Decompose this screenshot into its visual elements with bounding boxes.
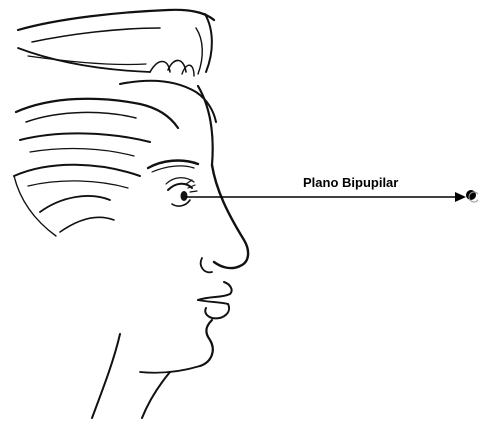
neck-back <box>92 334 120 418</box>
eyebrow-inner <box>152 166 194 172</box>
pupil <box>181 191 188 201</box>
face-profile-drawing <box>14 10 248 418</box>
hair-curl-1 <box>150 62 170 73</box>
hair-side-wave-2 <box>26 112 136 122</box>
chin <box>200 320 213 366</box>
eyelid-upper <box>168 184 192 190</box>
hair-top-strand-4 <box>196 28 202 74</box>
hair-top-strand-3 <box>205 14 212 72</box>
hair-curl-3 <box>182 65 194 76</box>
eyelid-lower <box>172 200 190 206</box>
hair-side-wave-7 <box>40 196 110 212</box>
target-point-icon <box>466 190 476 200</box>
hair-side-wave-6 <box>28 181 128 188</box>
neck-front <box>142 372 170 418</box>
hair-side-wave-8 <box>60 217 114 232</box>
lip-line <box>198 300 228 304</box>
lower-lip <box>205 304 229 318</box>
hair-side-wave-4 <box>30 149 134 156</box>
hair-top-strand-5 <box>18 48 150 72</box>
hair-side-wave-1 <box>16 99 178 128</box>
upper-lip <box>198 282 232 300</box>
arrow-head-icon <box>455 192 466 202</box>
plane-label: Plano Bipupilar <box>303 175 398 190</box>
nose-bridge <box>212 165 248 268</box>
hair-side-wave-5 <box>14 165 140 176</box>
hair-top-strand-2 <box>32 28 160 42</box>
bipupillary-plane: Plano Bipupilar <box>186 175 478 202</box>
hair-top-strand-1 <box>18 10 214 30</box>
hair-side-wave-3 <box>20 133 150 142</box>
nostril <box>201 258 212 272</box>
forehead <box>198 86 213 165</box>
